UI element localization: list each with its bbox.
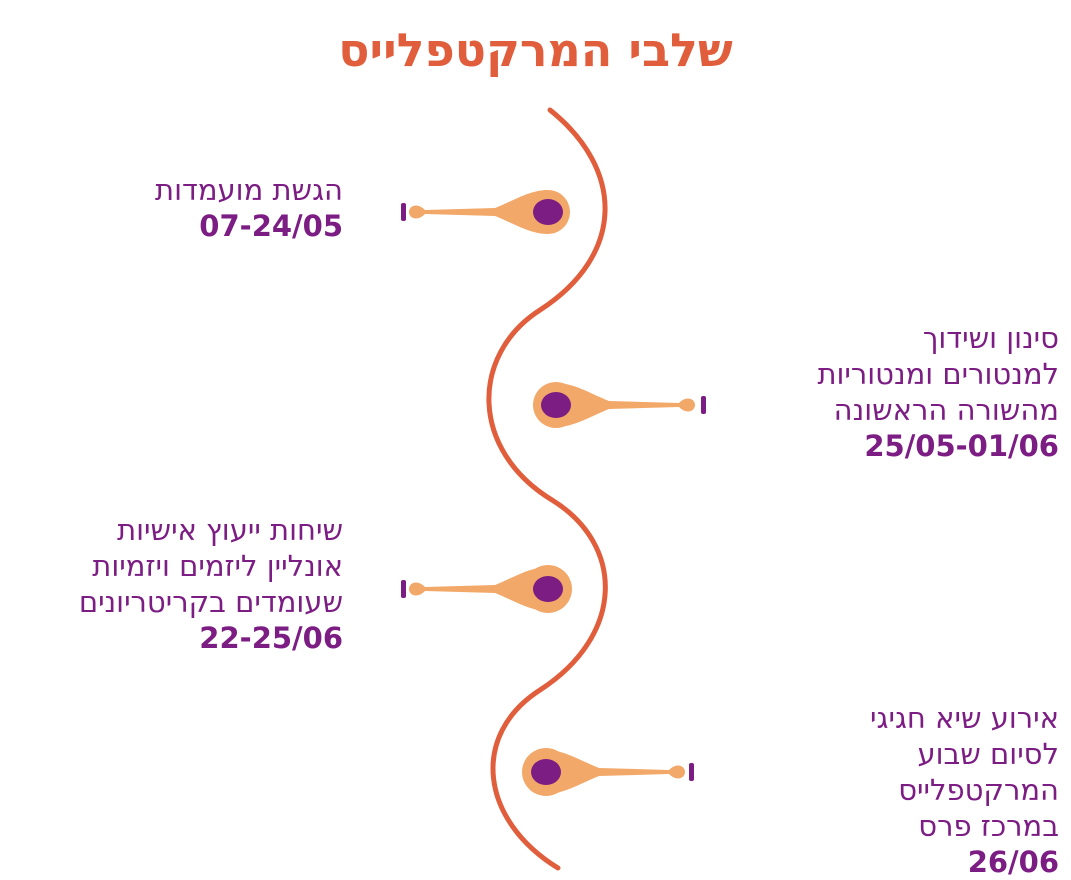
timeline-node-1 — [401, 190, 570, 234]
node-4-tick — [689, 763, 694, 781]
timeline-node-2 — [533, 382, 706, 428]
timeline-node-4 — [522, 748, 694, 796]
step-date: 07-24/05 — [199, 209, 343, 243]
node-1-center — [533, 199, 563, 225]
step-description: שיחות ייעוץ אישיות אונליין ליזמים ויזמיו… — [78, 513, 343, 619]
step-date: 25/05-01/06 — [864, 429, 1059, 463]
node-3-center — [533, 576, 563, 602]
step-description: אירוע שיא חגיגי לסיום שבוע המרקטפלייס במ… — [870, 701, 1059, 843]
timeline-step-4: אירוע שיא חגיגי לסיום שבוע המרקטפלייס במ… — [729, 700, 1059, 880]
node-4-pin — [546, 750, 685, 794]
step-date: 26/06 — [967, 845, 1059, 879]
timeline-node-3 — [401, 565, 572, 613]
step-description: הגשת מועמדות — [155, 173, 343, 207]
page-title: שלבי המרקטפלייס — [338, 23, 733, 77]
step-date: 22-25/06 — [199, 621, 343, 655]
node-3-tick — [401, 580, 406, 598]
node-1-pin — [409, 190, 548, 234]
node-4-center — [531, 759, 561, 785]
node-3-pin — [409, 567, 548, 611]
timeline-step-1: הגשת מועמדות 07-24/05 — [13, 172, 343, 244]
timeline-wave — [486, 107, 608, 871]
node-1-tick — [401, 203, 406, 221]
node-2-center — [541, 392, 571, 418]
node-2-tick — [701, 396, 706, 414]
timeline-step-3: שיחות ייעוץ אישיות אונליין ליזמים ויזמיו… — [3, 512, 343, 656]
timeline-step-2: סינון ושידוך למנטורים ומנטוריות מהשורה ה… — [729, 320, 1059, 464]
node-2-pin — [556, 383, 695, 427]
step-description: סינון ושידוך למנטורים ומנטוריות מהשורה ה… — [817, 321, 1059, 427]
